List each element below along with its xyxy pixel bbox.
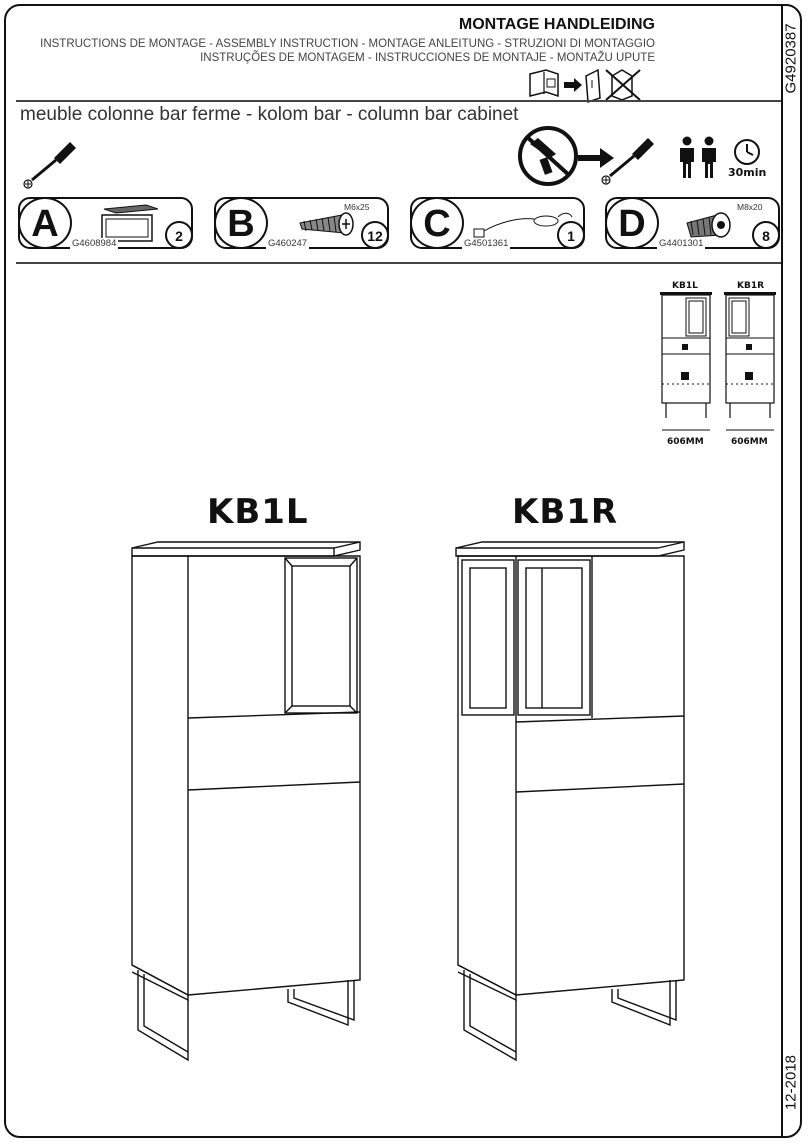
doc-date: 12-2018 bbox=[782, 1054, 800, 1111]
front-view-diagram bbox=[660, 292, 776, 431]
part-c: C G4501361 1 bbox=[410, 197, 585, 249]
sidebar bbox=[781, 4, 802, 1138]
part-quantity: 2 bbox=[165, 221, 193, 249]
no-power-drill-icon bbox=[518, 126, 578, 186]
product-name: meuble colonne bar ferme - kolom bar - c… bbox=[20, 104, 519, 125]
part-quantity: 12 bbox=[361, 221, 389, 249]
assembly-time: 30min bbox=[728, 166, 767, 179]
mini-label-right: KB1R bbox=[737, 281, 765, 291]
arrow-icon bbox=[578, 148, 614, 168]
glass-panel-icon bbox=[101, 204, 159, 242]
divider bbox=[16, 100, 781, 102]
mini-dim-left: 606MM bbox=[667, 437, 704, 447]
part-code: G4401301 bbox=[657, 238, 706, 249]
part-letter: D bbox=[605, 197, 659, 249]
cabinet-kb1l-drawing bbox=[131, 541, 361, 1062]
part-code: G4501361 bbox=[462, 238, 511, 249]
doc-code: G4920387 bbox=[782, 23, 800, 94]
page-title: MONTAGE HANDLEIDING bbox=[458, 16, 655, 33]
screwdriver-icon bbox=[601, 138, 654, 185]
subtitle-line2: INSTRUÇÕES DE MONTAGEM - INSTRUCCIONES D… bbox=[200, 52, 655, 64]
part-size: M6x25 bbox=[344, 202, 370, 212]
model-label-left: KB1L bbox=[207, 492, 309, 532]
mini-label-left: KB1L bbox=[672, 281, 698, 291]
screwdriver-icon bbox=[23, 142, 76, 189]
cabinet-kb1r-drawing bbox=[455, 541, 685, 1062]
part-a: A G4608984 2 bbox=[18, 197, 193, 249]
screw-icon bbox=[299, 212, 354, 236]
two-persons-icon bbox=[680, 136, 716, 178]
insert-nut-icon bbox=[686, 212, 731, 238]
part-code: G4608984 bbox=[70, 238, 119, 249]
part-quantity: 8 bbox=[752, 221, 780, 249]
mini-dim-right: 606MM bbox=[731, 437, 768, 447]
model-label-right: KB1R bbox=[512, 492, 619, 532]
part-letter: A bbox=[18, 197, 72, 249]
part-letter: B bbox=[214, 197, 268, 249]
page-frame bbox=[4, 4, 802, 1138]
part-quantity: 1 bbox=[557, 221, 585, 249]
clock-icon bbox=[734, 139, 760, 165]
part-letter: C bbox=[410, 197, 464, 249]
divider bbox=[16, 262, 781, 264]
part-code: G460247 bbox=[266, 238, 310, 249]
part-size: M8x20 bbox=[737, 202, 763, 212]
led-light-icon bbox=[473, 212, 573, 238]
part-b: B M6x25 G460247 12 bbox=[214, 197, 389, 249]
part-d: D M8x20 G4401301 8 bbox=[605, 197, 780, 249]
subtitle-line1: INSTRUCTIONS DE MONTAGE - ASSEMBLY INSTR… bbox=[40, 38, 655, 50]
read-manual-icon bbox=[529, 68, 641, 104]
